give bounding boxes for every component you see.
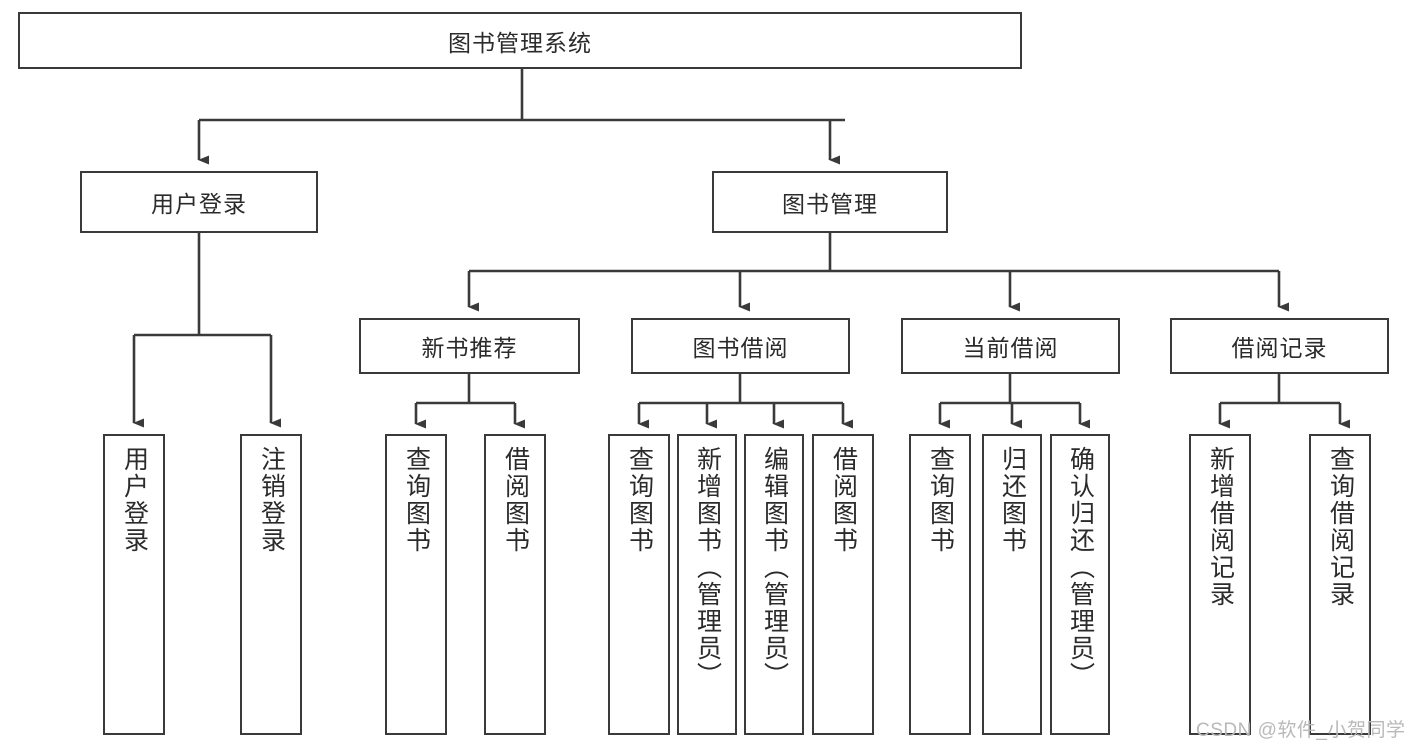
node-book-manage-label: 图书管理	[782, 191, 878, 217]
node-leaf-return-book-label: 归还图书	[998, 446, 1027, 554]
node-leaf-edit-book-label: 编辑图书（管理员）	[760, 446, 789, 689]
node-user-login[interactable]: 用户登录	[80, 171, 318, 233]
node-leaf-borrow-book-2-label: 借阅图书	[829, 446, 858, 554]
node-new-book-rec[interactable]: 新书推荐	[359, 318, 580, 374]
node-current-borrow-label: 当前借阅	[962, 335, 1059, 361]
node-leaf-query-book-1[interactable]: 查询图书	[385, 434, 447, 735]
node-leaf-query-book-2[interactable]: 查询图书	[608, 434, 670, 735]
node-current-borrow[interactable]: 当前借阅	[901, 318, 1120, 374]
node-leaf-borrow-book-1-label: 借阅图书	[501, 446, 530, 554]
node-leaf-query-book-3[interactable]: 查询图书	[909, 434, 971, 735]
node-root[interactable]: 图书管理系统	[18, 12, 1022, 69]
node-leaf-query-book-2-label: 查询图书	[625, 446, 654, 554]
node-leaf-add-book[interactable]: 新增图书（管理员）	[677, 434, 737, 735]
node-leaf-user-login[interactable]: 用户登录	[103, 434, 165, 735]
node-leaf-borrow-book-1[interactable]: 借阅图书	[484, 434, 546, 735]
node-leaf-confirm-return[interactable]: 确认归还（管理员）	[1050, 434, 1110, 735]
node-leaf-query-record-label: 查询借阅记录	[1326, 446, 1355, 608]
node-leaf-borrow-book-2[interactable]: 借阅图书	[812, 434, 874, 735]
node-book-borrow-label: 图书借阅	[692, 335, 789, 361]
node-book-borrow[interactable]: 图书借阅	[631, 318, 850, 374]
node-leaf-confirm-return-label: 确认归还（管理员）	[1066, 446, 1095, 689]
node-book-manage[interactable]: 图书管理	[712, 171, 948, 233]
node-leaf-logout-label: 注销登录	[257, 446, 286, 554]
node-borrow-record-label: 借阅记录	[1231, 335, 1328, 361]
node-leaf-query-book-1-label: 查询图书	[402, 446, 431, 554]
node-leaf-edit-book[interactable]: 编辑图书（管理员）	[744, 434, 804, 735]
node-leaf-query-record[interactable]: 查询借阅记录	[1309, 434, 1371, 735]
watermark-text: CSDN @软件_小贺同学	[1196, 720, 1405, 741]
node-leaf-query-book-3-label: 查询图书	[926, 446, 955, 554]
node-borrow-record[interactable]: 借阅记录	[1170, 318, 1389, 374]
node-leaf-user-login-label: 用户登录	[120, 446, 149, 554]
node-new-book-rec-label: 新书推荐	[421, 335, 518, 361]
node-leaf-logout[interactable]: 注销登录	[240, 434, 302, 735]
node-leaf-add-record[interactable]: 新增借阅记录	[1189, 434, 1251, 735]
node-root-label: 图书管理系统	[448, 29, 592, 56]
node-leaf-return-book[interactable]: 归还图书	[982, 434, 1042, 735]
node-leaf-add-book-label: 新增图书（管理员）	[693, 446, 722, 689]
node-user-login-label: 用户登录	[151, 191, 247, 217]
node-leaf-add-record-label: 新增借阅记录	[1206, 446, 1235, 608]
